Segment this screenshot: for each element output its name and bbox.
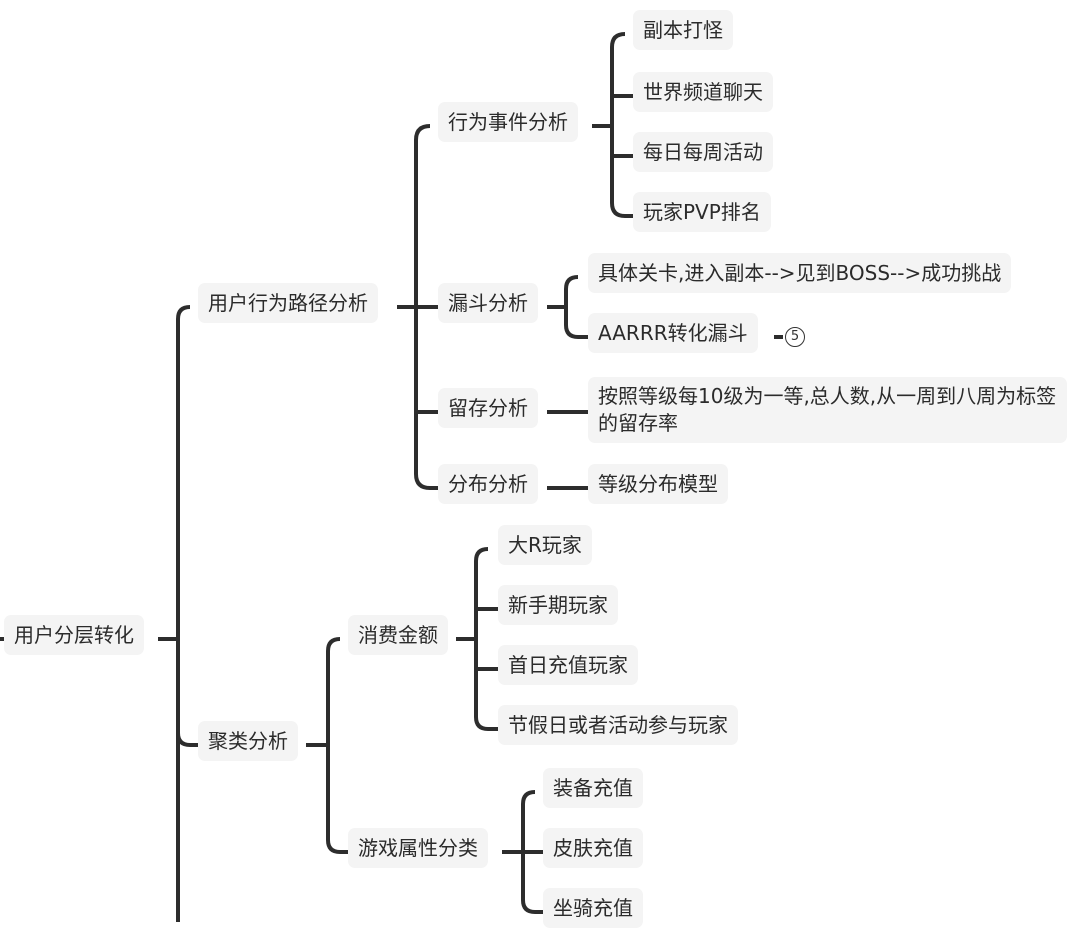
node-behavior-event[interactable]: 行为事件分析 — [438, 102, 578, 142]
leaf-spend-item[interactable]: 节假日或者活动参与玩家 — [498, 705, 738, 745]
leaf-distribution-item[interactable]: 等级分布模型 — [588, 464, 728, 504]
node-retention[interactable]: 留存分析 — [438, 388, 538, 428]
leaf-retention-item[interactable]: 按照等级每10级为一等,总人数,从一周到八周为标签的留存率 — [588, 377, 1067, 443]
node-funnel[interactable]: 漏斗分析 — [438, 283, 538, 323]
leaf-spend-item[interactable]: 新手期玩家 — [498, 585, 618, 625]
leaf-attr-item[interactable]: 坐骑充值 — [543, 888, 643, 928]
leaf-funnel-item[interactable]: AARRR转化漏斗 — [588, 313, 758, 353]
leaf-spend-item[interactable]: 首日充值玩家 — [498, 645, 638, 685]
branch-cluster-analysis[interactable]: 聚类分析 — [198, 721, 298, 761]
node-game-attr[interactable]: 游戏属性分类 — [348, 828, 488, 868]
leaf-spend-item[interactable]: 大R玩家 — [498, 525, 592, 565]
collapsed-count-badge[interactable]: 5 — [785, 327, 805, 347]
root-node[interactable]: 用户分层转化 — [4, 615, 144, 655]
leaf-attr-item[interactable]: 皮肤充值 — [543, 828, 643, 868]
leaf-funnel-item[interactable]: 具体关卡,进入副本-->见到BOSS-->成功挑战 — [588, 253, 1012, 293]
leaf-behavior-item[interactable]: 玩家PVP排名 — [633, 192, 771, 232]
node-spend-amount[interactable]: 消费金额 — [348, 615, 448, 655]
leaf-behavior-item[interactable]: 副本打怪 — [633, 10, 733, 50]
leaf-behavior-item[interactable]: 每日每周活动 — [633, 132, 773, 172]
leaf-attr-item[interactable]: 装备充值 — [543, 768, 643, 808]
leaf-behavior-item[interactable]: 世界频道聊天 — [633, 72, 773, 112]
branch-path-analysis[interactable]: 用户行为路径分析 — [198, 283, 378, 323]
node-distribution[interactable]: 分布分析 — [438, 464, 538, 504]
